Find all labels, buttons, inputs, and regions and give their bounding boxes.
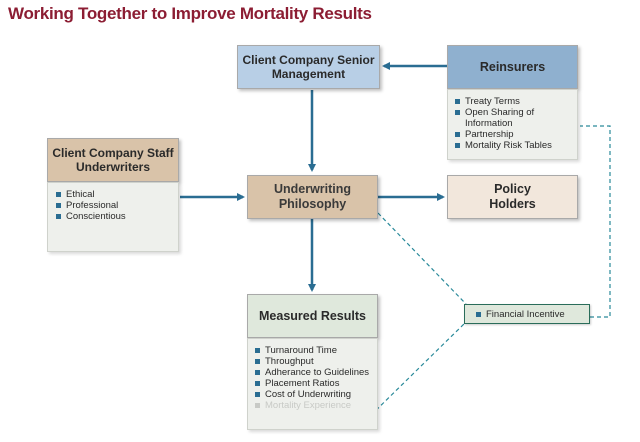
staff-underwriters-list: Ethical Professional Conscientious [55,189,174,222]
list-item: Financial Incentive [475,309,565,320]
page-title: Working Together to Improve Mortality Re… [8,4,372,23]
measured-results-panel: Turnaround Time Throughput Adherance to … [247,338,378,430]
list-item: Turnaround Time [254,345,373,356]
list-item: Adherance to Guidelines [254,367,373,378]
list-item: Ethical [55,189,174,200]
list-item: Throughput [254,356,373,367]
measured-results-list: Turnaround Time Throughput Adherance to … [254,345,373,411]
dashed-philosophy-to-incentive [377,212,467,305]
list-item: Partnership [454,129,573,140]
underwriting-philosophy-box: Underwriting Philosophy [247,175,378,219]
list-item: Cost of Underwriting [254,389,373,400]
senior-management-box: Client Company Senior Management [237,45,380,89]
list-item: Open Sharing of Information [454,107,573,129]
list-item: Placement Ratios [254,378,373,389]
measured-results-box: Measured Results [247,294,378,338]
list-item: Treaty Terms [454,96,573,107]
list-item: Mortality Experience [254,400,373,411]
policy-holders-box: Policy Holders [447,175,578,219]
dashed-incentive-to-reinsurers [580,125,611,318]
staff-underwriters-box: Client Company Staff Underwriters [47,138,179,182]
senior-management-label: Client Company Senior Management [242,53,375,81]
staff-underwriters-label: Client Company Staff Underwriters [52,146,174,174]
reinsurers-list: Treaty Terms Open Sharing of Information… [454,96,573,151]
financial-incentive-list: Financial Incentive [475,309,565,320]
policy-holders-label: Policy Holders [489,182,536,211]
list-item: Professional [55,200,174,211]
reinsurers-panel: Treaty Terms Open Sharing of Information… [447,89,578,160]
reinsurers-label: Reinsurers [479,60,546,74]
underwriting-philosophy-label: Underwriting Philosophy [273,182,352,211]
list-item: Mortality Risk Tables [454,140,573,151]
list-item: Conscientious [55,211,174,222]
dashed-results-to-incentive [365,321,467,421]
staff-underwriters-panel: Ethical Professional Conscientious [47,182,179,252]
measured-results-label: Measured Results [259,309,366,323]
reinsurers-box: Reinsurers [447,45,578,89]
financial-incentive-box: Financial Incentive [464,304,590,324]
